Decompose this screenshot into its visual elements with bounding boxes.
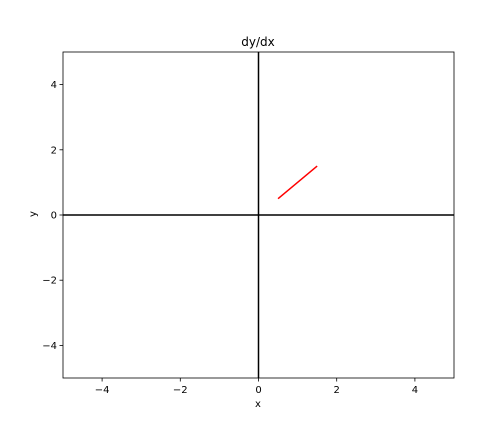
y-axis-label: y [28,211,39,217]
y-tick-label: 2 [51,145,57,156]
y-tick-label: −4 [42,341,57,352]
y-tick-label: 0 [51,211,57,222]
x-tick-label: −4 [95,385,110,396]
y-tick-label: 4 [51,80,57,91]
x-axis-label: x [255,399,261,410]
chart-title: dy/dx [241,35,274,49]
x-tick-label: 2 [334,385,340,396]
x-tick-label: −2 [173,385,188,396]
x-tick-label: 0 [255,385,261,396]
series-line-0 [277,165,318,200]
axis-ticks: −4 −2 0 2 4 −4 −2 0 2 4 [42,80,418,396]
plot-area [63,52,454,378]
x-tick-label: 4 [412,385,418,396]
y-tick-label: −2 [42,276,57,287]
